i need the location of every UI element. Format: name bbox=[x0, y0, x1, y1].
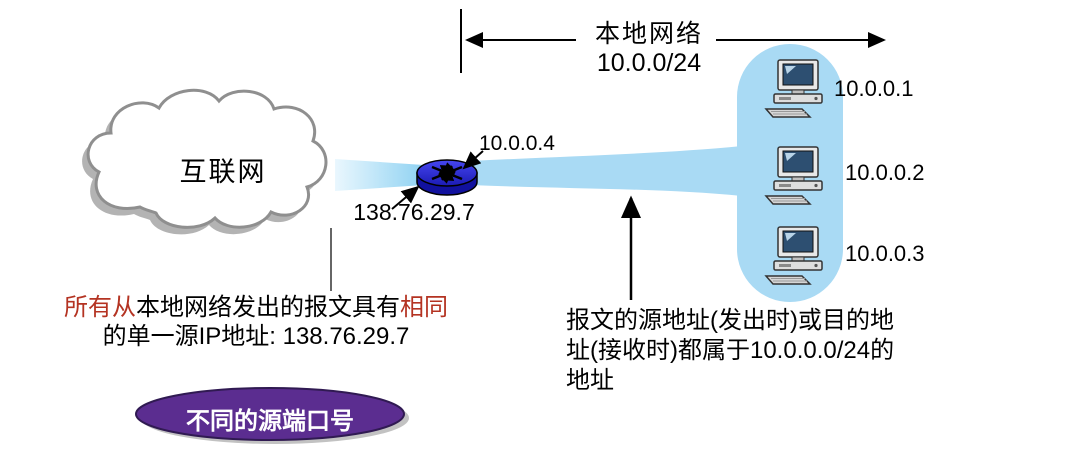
left-note-line1: 所有从本地网络发出的报文具有相同 bbox=[56, 293, 456, 322]
local-network-title: 本地网络 bbox=[594, 20, 703, 48]
local-network-label: 本地网络 10.0.0/24 bbox=[560, 20, 738, 78]
right-note: 报文的源地址(发出时)或目的地 址(接收时)都属于10.0.0.0/24的 地址 bbox=[566, 306, 966, 396]
internet-cloud-label: 互联网 bbox=[179, 157, 267, 187]
router-lan-ip-label: 10.0.0.4 bbox=[479, 132, 555, 155]
link-cloud-router bbox=[335, 159, 424, 191]
local-network-subnet: 10.0.0/24 bbox=[596, 49, 702, 77]
right-note-line: 址(接收时)都属于10.0.0.0/24的 bbox=[566, 337, 895, 364]
host-ip-label: 10.0.0.3 bbox=[845, 241, 925, 266]
left-note: 所有从本地网络发出的报文具有相同 的单一源IP地址: 138.76.29.7 bbox=[56, 293, 456, 351]
nat-ip-pointer-arrow bbox=[391, 185, 420, 210]
left-note-red-word: 相同 bbox=[400, 294, 448, 321]
left-note-mid: 本地网络发出的报文具有 bbox=[136, 294, 400, 321]
lan-ip-pointer-arrow bbox=[462, 150, 484, 170]
internet-cloud bbox=[82, 88, 328, 235]
left-note-red-prefix: 所有从 bbox=[64, 294, 136, 321]
port-badge-ellipse bbox=[135, 387, 409, 444]
port-badge-label: 不同的源端口号 bbox=[186, 408, 354, 435]
nat-ip-label: 138.76.29.7 bbox=[353, 199, 475, 225]
right-note-line: 报文的源地址(发出时)或目的地 bbox=[566, 307, 894, 334]
host-ip-label: 10.0.0.1 bbox=[834, 76, 914, 101]
left-note-line2: 的单一源IP地址: 138.76.29.7 bbox=[102, 323, 410, 350]
right-note-line: 地址 bbox=[566, 367, 614, 394]
host-ip-label: 10.0.0.2 bbox=[845, 160, 925, 185]
